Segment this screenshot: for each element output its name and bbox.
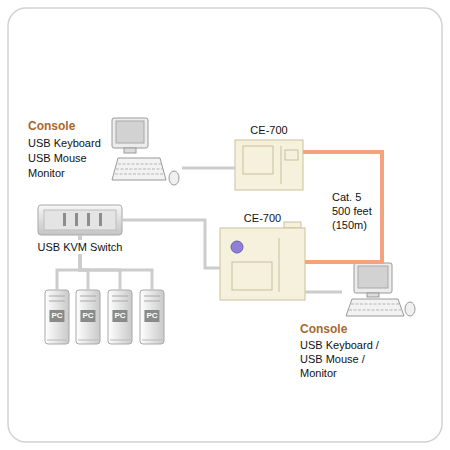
cable bbox=[122, 220, 220, 268]
mouse bbox=[169, 171, 179, 185]
pc-tower: PC bbox=[76, 290, 100, 344]
extender-unit: CE-700 bbox=[220, 228, 305, 300]
console-icon bbox=[346, 263, 415, 316]
unit-panel bbox=[232, 262, 272, 290]
pc-badge: PC bbox=[49, 310, 64, 322]
kvm-switch-icon bbox=[38, 205, 122, 235]
kvm-face bbox=[44, 210, 116, 230]
kvm-slot bbox=[99, 213, 102, 226]
unit-edge bbox=[281, 146, 282, 184]
kvm-slot bbox=[75, 213, 78, 226]
unit-tab bbox=[284, 222, 301, 228]
pc-tower: PC bbox=[140, 290, 164, 344]
pc-tower bbox=[76, 290, 100, 344]
device-label: CE-700 bbox=[244, 211, 281, 225]
keyboard bbox=[346, 299, 404, 316]
drive-bay bbox=[112, 301, 128, 302]
keyboard-keys bbox=[351, 304, 399, 305]
keyboard-keys bbox=[349, 310, 401, 311]
console-description: USB Keyboard / USB Mouse / Monitor bbox=[300, 338, 398, 380]
device-label: CE-700 bbox=[250, 123, 287, 137]
keyboard bbox=[112, 158, 166, 180]
unit-panel bbox=[243, 146, 273, 174]
ce700-remote-unit bbox=[220, 222, 305, 300]
unit-body bbox=[220, 228, 305, 300]
console-heading: Console bbox=[300, 322, 347, 336]
tower-base bbox=[110, 340, 130, 341]
keyboard-keys bbox=[118, 164, 161, 165]
unit-edge bbox=[279, 238, 280, 292]
monitor bbox=[354, 263, 392, 293]
drive-bay bbox=[144, 301, 160, 302]
pc-badge: PC bbox=[112, 310, 127, 322]
pc-badge: PC bbox=[144, 310, 159, 322]
unit-button bbox=[231, 241, 243, 253]
drive-bay bbox=[49, 301, 65, 302]
tower-base bbox=[47, 340, 67, 341]
pc-tower: PC bbox=[108, 290, 132, 344]
console-icon bbox=[112, 118, 179, 185]
console: ConsoleUSB Keyboard USB Mouse Monitor bbox=[108, 116, 182, 188]
drive-bay bbox=[80, 296, 96, 297]
kvm-slot bbox=[87, 213, 90, 226]
keyboard-keys bbox=[116, 169, 163, 170]
console: ConsoleUSB Keyboard / USB Mouse / Monito… bbox=[342, 262, 418, 318]
drive-bay bbox=[49, 296, 65, 297]
frame bbox=[8, 8, 442, 442]
pc-tower bbox=[140, 290, 164, 344]
monitor-screen bbox=[116, 121, 144, 143]
device-label: USB KVM Switch bbox=[36, 240, 125, 254]
unit-body bbox=[235, 140, 303, 190]
drive-bay bbox=[112, 296, 128, 297]
tower-base bbox=[142, 340, 162, 341]
cable bbox=[182, 167, 235, 170]
kvm-switch: USB KVM Switch bbox=[38, 205, 122, 235]
monitor-screen bbox=[358, 266, 388, 288]
pc-tower bbox=[45, 290, 69, 344]
console-heading: Console bbox=[28, 119, 75, 133]
cable bbox=[305, 291, 342, 294]
tower-base bbox=[78, 340, 98, 341]
unit-port bbox=[285, 150, 298, 160]
pc-towers bbox=[45, 290, 164, 344]
monitor bbox=[112, 118, 148, 148]
pc-tower bbox=[108, 290, 132, 344]
pc-badge: PC bbox=[80, 310, 95, 322]
keyboard-keys bbox=[115, 174, 164, 175]
monitor-stand bbox=[124, 148, 136, 153]
mouse bbox=[405, 302, 415, 316]
drive-bay bbox=[144, 296, 160, 297]
drive-bays bbox=[47, 296, 162, 340]
cable-label: Cat. 5 500 feet (150m) bbox=[332, 190, 378, 232]
ce700-local-unit bbox=[235, 140, 303, 190]
console-description: USB Keyboard USB Mouse Monitor bbox=[28, 136, 104, 181]
pc-tower: PC bbox=[45, 290, 69, 344]
drive-bay bbox=[80, 301, 96, 302]
extender-unit: CE-700 bbox=[235, 140, 303, 190]
monitor-stand bbox=[367, 293, 379, 297]
kvm-body bbox=[38, 205, 122, 235]
cat5-cable bbox=[303, 152, 382, 262]
kvm-slot bbox=[63, 213, 66, 226]
